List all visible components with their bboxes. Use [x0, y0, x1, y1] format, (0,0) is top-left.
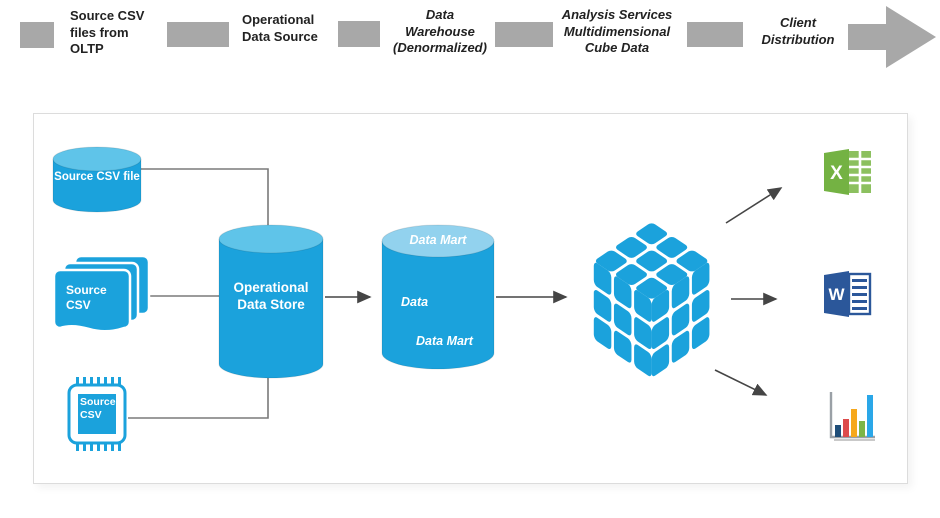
source-csv-file-cylinder-icon	[52, 146, 142, 213]
chart-bar-orange	[851, 409, 857, 437]
cube-right-face	[651, 262, 710, 377]
connector-csvchip-to-ods	[128, 372, 269, 419]
operational-data-store-cylinder	[218, 224, 324, 379]
excel-icon: X	[824, 149, 871, 195]
chip-pins-bottom	[76, 442, 121, 451]
step-label-warehouse: Data Warehouse (Denormalized)	[393, 7, 487, 56]
process-step-box-5	[687, 22, 743, 47]
cube-top-face	[595, 223, 708, 299]
analysis-services-cube-icon	[593, 223, 710, 377]
step-label-source-csv: Source CSV files from OLTP	[70, 8, 145, 57]
step-label-analysis-services: Analysis Services Multidimensional Cube …	[561, 7, 673, 56]
process-step-box-4	[495, 22, 553, 47]
word-doc-lines	[852, 279, 867, 310]
data-mid-label: Data	[401, 295, 429, 309]
process-step-box-1	[20, 22, 54, 48]
step-label-client-distribution: Client Distribution	[761, 15, 835, 47]
cube-left-face	[593, 262, 652, 377]
step-label-operational: Operational Data Source	[242, 12, 318, 44]
chip-pins-top	[76, 377, 121, 386]
chart-bar-green	[859, 421, 865, 437]
source-csv-files-stack-icon	[52, 255, 151, 333]
big-right-arrow-icon	[848, 6, 936, 68]
data-mart-bottom-label: Data Mart	[416, 334, 473, 348]
arrow-cube-to-excel	[725, 187, 783, 224]
connector-csvfile-to-ods	[141, 168, 269, 232]
source-csv-file-label: Source CSV file	[54, 171, 140, 183]
arrow-cube-to-chart	[714, 369, 768, 396]
process-step-box-3	[338, 21, 380, 47]
chart-bar-navy	[835, 425, 841, 437]
excel-letter: X	[830, 163, 843, 184]
source-csv-chip-label: Source CSV	[80, 396, 116, 422]
excel-grid-lines	[849, 151, 871, 193]
bar-chart-icon	[829, 392, 875, 441]
data-warehouse-cylinder	[381, 224, 495, 370]
chart-bar-blue	[867, 395, 873, 437]
chart-bar-red	[843, 419, 849, 437]
word-letter: W	[828, 285, 845, 304]
source-csv-stack-label: Source CSV	[66, 283, 107, 312]
word-icon: W	[824, 271, 872, 317]
source-csv-chip-icon	[67, 377, 127, 451]
operational-data-store-label: Operational Data Store	[233, 280, 309, 312]
data-mart-top-label: Data Mart	[409, 233, 467, 247]
process-step-box-2	[167, 22, 229, 47]
